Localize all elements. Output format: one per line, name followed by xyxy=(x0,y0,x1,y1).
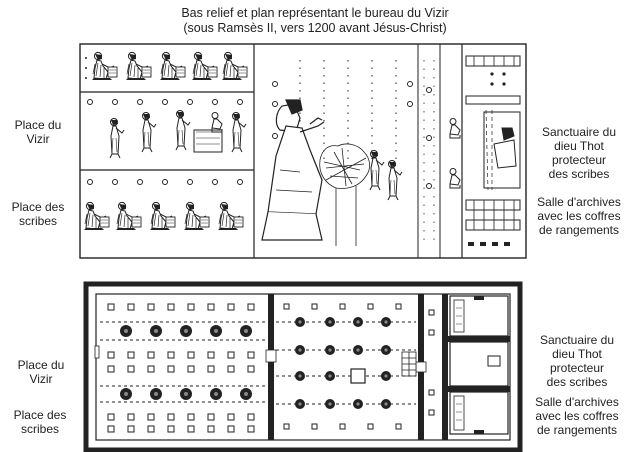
floor-plan xyxy=(83,281,523,452)
diagram-title: Bas relief et plan représentant le burea… xyxy=(0,6,630,36)
title-line-1: Bas relief et plan représentant le burea… xyxy=(181,6,449,20)
title-line-2: (sous Ramsès II, vers 1200 avant Jésus-C… xyxy=(183,21,447,35)
relief-drawing xyxy=(79,43,527,259)
